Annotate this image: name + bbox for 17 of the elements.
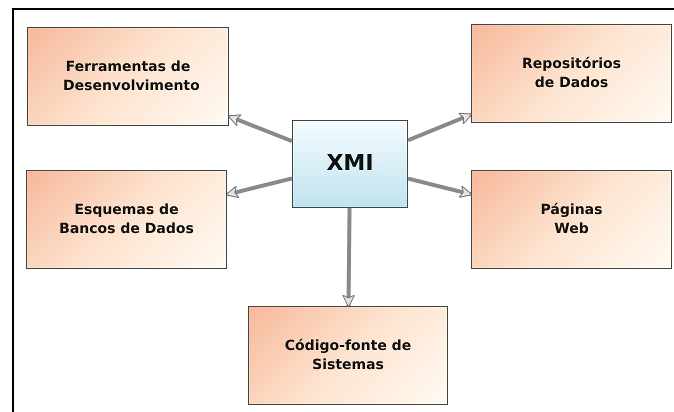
arrow <box>342 208 356 308</box>
box-label: Ferramentas de Desenvolvimento <box>62 58 199 95</box>
central-box <box>292 120 408 208</box>
process-box <box>26 170 227 269</box>
process-box <box>471 24 672 123</box>
arrow <box>407 112 472 142</box>
box-label: Código-fonte de Sistemas <box>284 337 412 374</box>
process-box <box>471 170 672 269</box>
arrow <box>408 176 472 198</box>
box-label: Esquemas de Bancos de Dados <box>58 201 195 238</box>
arrow <box>228 114 293 143</box>
box-label: Páginas Web <box>540 201 604 238</box>
box-label: Repositórios de Dados <box>520 55 622 92</box>
process-box <box>248 306 448 405</box>
arrow <box>226 176 292 198</box>
process-box <box>27 27 229 126</box>
box-label: XMI <box>325 150 375 178</box>
